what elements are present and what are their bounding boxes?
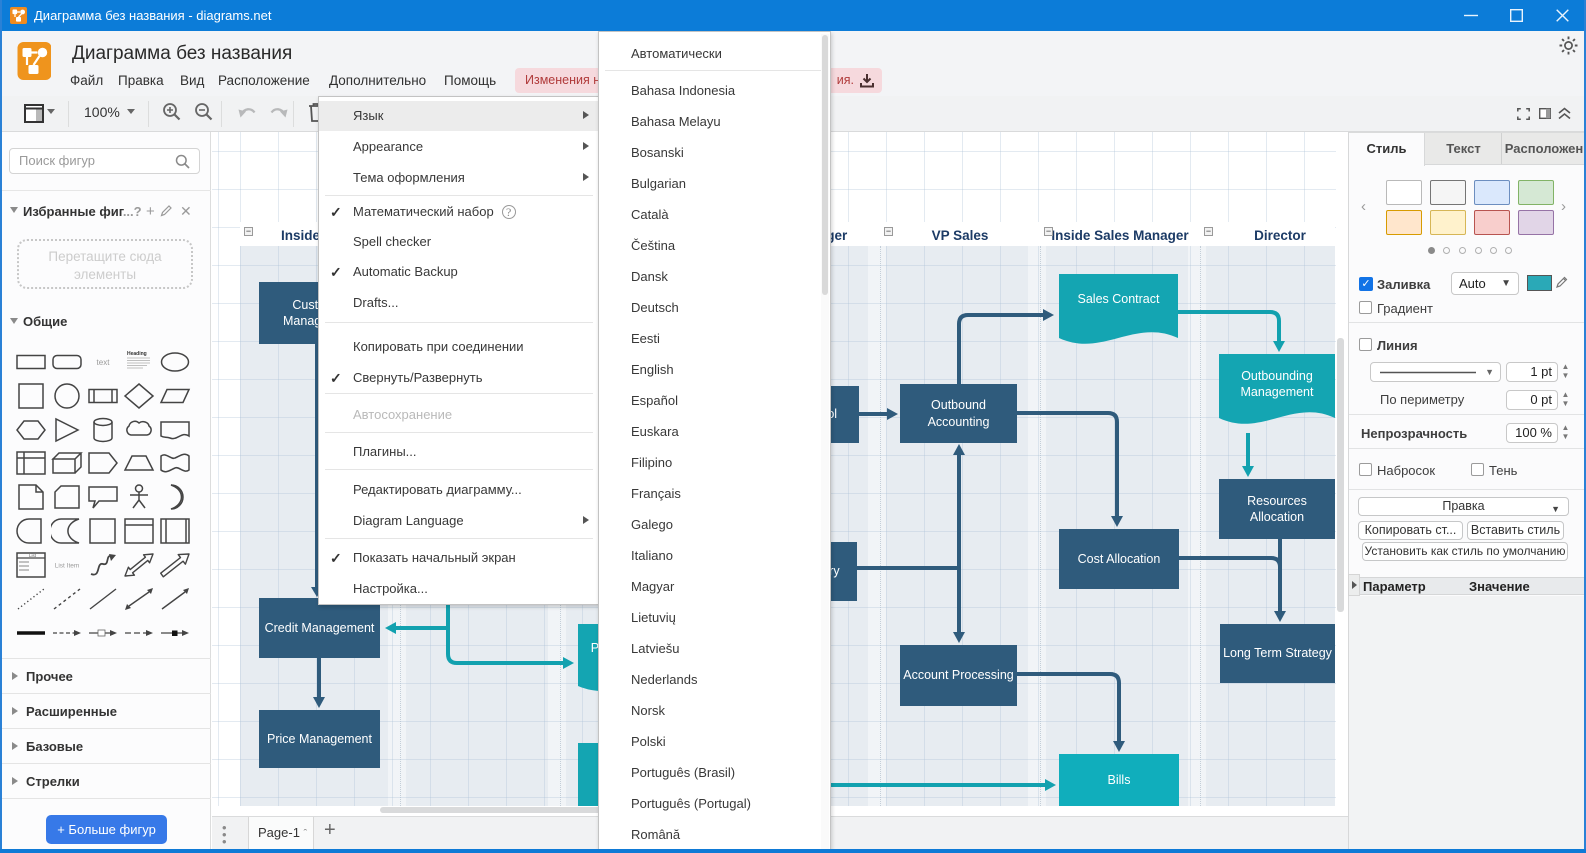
svg-text:text: text [97,358,111,367]
svg-text:List Item: List Item [55,563,80,570]
svg-text:Heading: Heading [127,351,147,357]
svg-text:List: List [29,553,37,558]
